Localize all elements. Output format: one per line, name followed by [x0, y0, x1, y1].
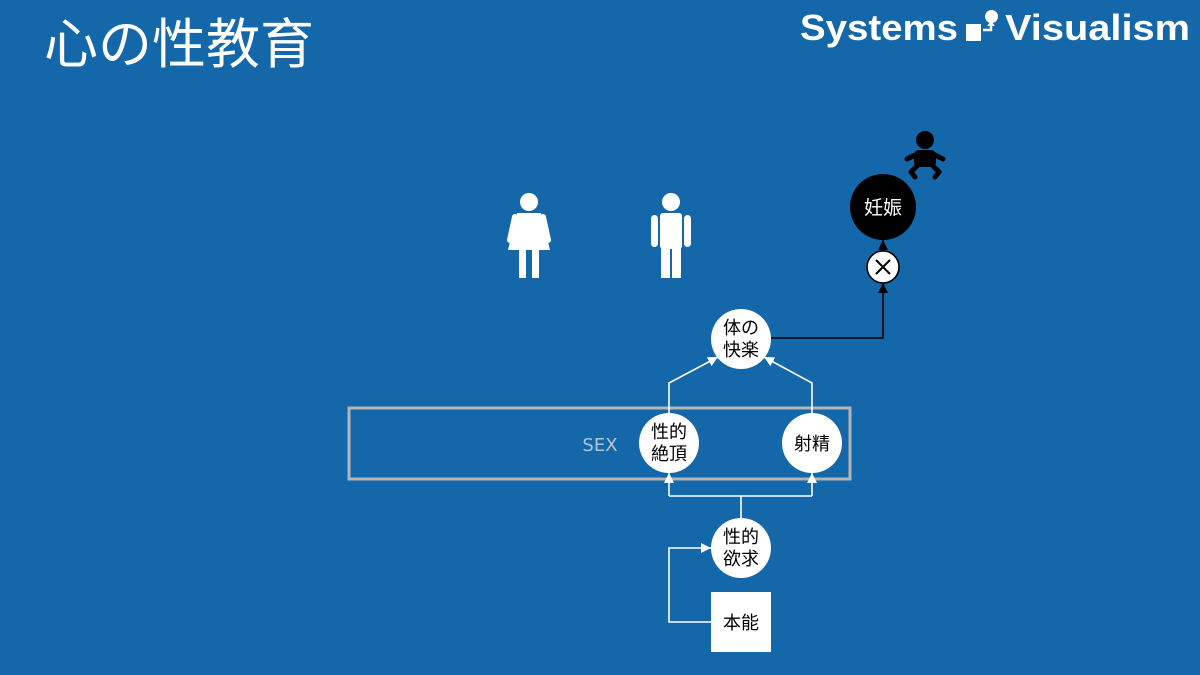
node-orgasm: 性的 絶頂 — [639, 413, 699, 473]
multiply-icon — [866, 250, 900, 284]
node-body-pleasure-label-line2: 快楽 — [723, 340, 759, 361]
node-pregnancy: 妊娠 — [850, 174, 916, 240]
node-ejaculation-label: 射精 — [794, 434, 830, 455]
arrow-ejaculation-to-body-pleasure — [763, 356, 813, 413]
node-instinct: 本能 — [711, 592, 771, 652]
logo-word-visualism: Visualism — [1005, 7, 1190, 48]
node-body-pleasure: 体の 快楽 — [711, 309, 771, 369]
node-sexual-desire-label-line1: 性的 — [723, 527, 759, 548]
node-ejaculation: 射精 — [782, 413, 842, 473]
systems-visualism-logo-icon — [966, 10, 998, 41]
brand-logo: Systems Visualism — [800, 7, 1190, 48]
node-sexual-desire: 性的 欲求 — [711, 518, 771, 578]
node-orgasm-label-line1: 性的 — [651, 422, 687, 443]
node-sexual-desire-label-line2: 欲求 — [723, 549, 759, 570]
sex-box-label: SEX — [582, 435, 617, 456]
arrow-body-pleasure-to-multiply — [771, 283, 888, 339]
logo-word-systems: Systems — [800, 7, 958, 48]
node-instinct-label: 本能 — [723, 613, 759, 634]
slide-title: 心の性教育 — [44, 13, 314, 76]
arrow-orgasm-to-body-pleasure — [668, 356, 719, 413]
sex-box — [347, 406, 852, 481]
baby-icon — [904, 131, 946, 180]
node-orgasm-label-line2: 絶頂 — [651, 444, 687, 465]
node-body-pleasure-label-line1: 体の — [723, 318, 759, 339]
female-person-icon — [507, 193, 551, 278]
male-person-icon — [651, 193, 691, 278]
arrow-instinct-to-desire — [668, 543, 711, 623]
node-pregnancy-label: 妊娠 — [864, 197, 902, 219]
